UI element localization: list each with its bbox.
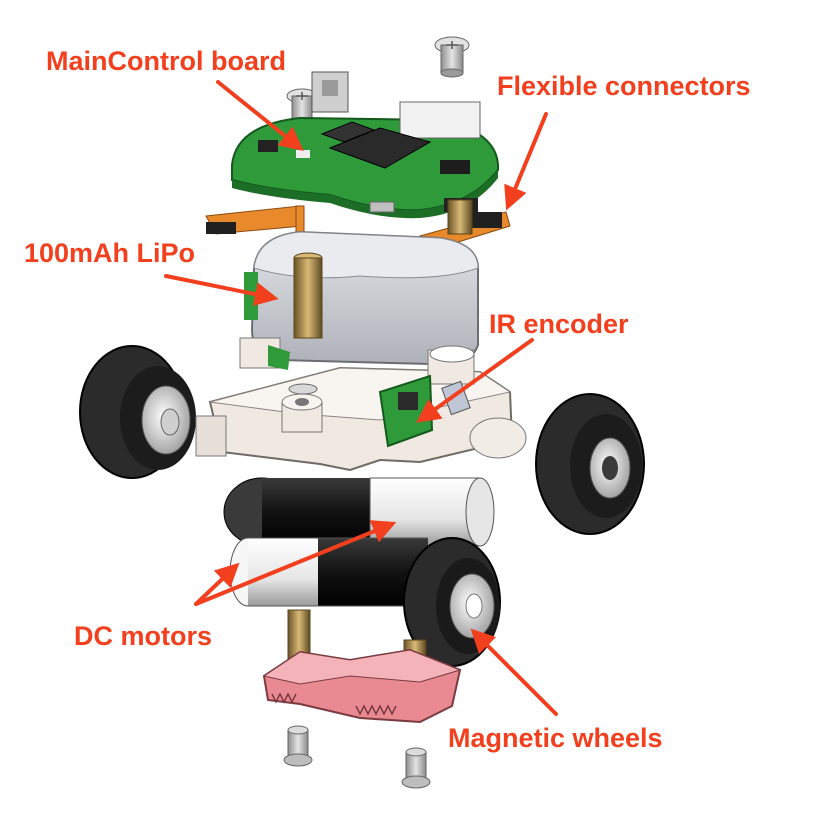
screw-icon: [283, 725, 313, 767]
screw-icon: [434, 36, 470, 78]
base-plate: [262, 648, 462, 724]
arrow-lipo: [164, 274, 279, 306]
arrow-flex: [504, 112, 548, 211]
brass-standoff: [447, 199, 473, 235]
label-dc-motors: DC motors: [74, 621, 213, 651]
label-maincontrol-board: MainControl board: [46, 46, 286, 76]
chip-icon: [320, 121, 376, 143]
connector-icon: [205, 205, 305, 247]
brass-standoff: [293, 252, 323, 339]
label-magnetic-wheels: Magnetic wheels: [448, 723, 663, 753]
left-wheel: [79, 345, 196, 479]
arrow-motor-1: [194, 562, 240, 606]
arrow-motor-2: [194, 520, 397, 606]
arrow-ir: [416, 338, 534, 423]
screw-icon: [401, 747, 431, 789]
label-ir-encoder: IR encoder: [489, 309, 629, 339]
arrow-maincontrol: [216, 80, 304, 152]
ir-encoder-board: [378, 374, 471, 448]
right-wheel: [535, 393, 645, 535]
arrow-wheels: [470, 628, 558, 716]
label-flexible-connectors: Flexible connectors: [497, 71, 751, 101]
label-lipo-battery: 100mAh LiPo: [24, 238, 196, 268]
maincontrol-board: [231, 71, 500, 219]
chassis: [195, 337, 527, 472]
